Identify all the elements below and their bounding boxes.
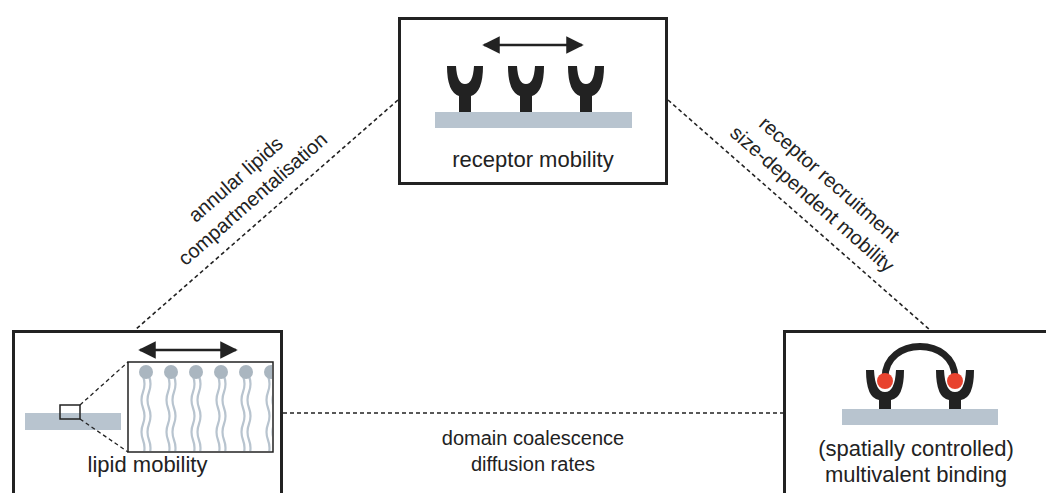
zoom-line [80,362,128,405]
receptor-symbol [447,66,483,112]
zoom-line [80,419,128,452]
receptor-symbol [936,370,974,409]
membrane-bar [435,112,632,128]
lipid-tail [198,376,201,451]
binding-site [877,373,893,389]
box-label: receptor mobility [452,147,613,172]
receptor-symbol [568,66,604,112]
lipid-tail [167,376,170,451]
receptor-illustration [435,45,632,128]
zoom-panel [128,362,273,452]
lipid-tail [217,376,220,451]
lipid-head [214,365,228,379]
dashed-connector [283,412,783,414]
box-label: lipid mobility [88,452,208,477]
lipid-tail [173,376,176,451]
edge-label: domain coalescence diffusion rates [438,425,628,477]
dashed-connector [135,100,398,330]
lipid-tail [267,376,270,451]
membrane-bar [842,409,998,425]
lipid-head [264,365,272,379]
double-arrow [484,44,582,47]
lipid-tail [248,376,251,451]
edge-label: receptor recruitment size-dependent mobi… [723,99,919,280]
edge-label: annular lipids compartmentalisation [152,104,337,275]
double-arrow [140,349,236,352]
receptor-symbol [508,66,544,112]
lipid-head [164,365,178,379]
binding-site [947,373,963,389]
lipid-tail [223,376,226,451]
lipid-head [139,365,153,379]
lipid-tail [192,376,195,451]
lipid-tail [242,376,245,451]
lipid-tail [148,376,151,451]
lipid-head [239,365,253,379]
receptor-box: receptor mobility [398,17,668,185]
receptor-symbol [866,370,904,409]
membrane-bar [25,413,121,430]
lipid-box: lipid mobility [12,330,283,493]
zoom-box [60,405,80,419]
lipid-head [189,365,203,379]
multivalent-illustration [842,347,998,426]
box-label: (spatially controlled) multivalent bindi… [794,436,1038,487]
binding-box: (spatially controlled) multivalent bindi… [783,330,1046,493]
lipid-tail [142,376,145,451]
multivalent-ligand [885,347,955,379]
lipid-row [139,365,272,451]
lipid-illustration [25,350,278,456]
